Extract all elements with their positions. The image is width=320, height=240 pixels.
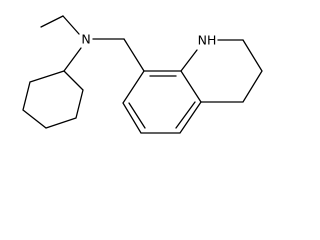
saturated-ring-chain xyxy=(200,39,263,103)
aromatic-double-bond-3 xyxy=(175,101,196,129)
bond-ch2-aryl xyxy=(123,38,145,72)
amine-nitrogen-label: N xyxy=(81,32,90,47)
benzene-ring xyxy=(122,70,202,134)
ring-nh-label: NH xyxy=(198,33,217,48)
bond-n-cyclohexyl xyxy=(63,47,82,72)
cyclohexane-ring xyxy=(22,70,84,129)
bond-ethyl-ch2 xyxy=(62,15,80,35)
bond-c8a-nh xyxy=(180,49,198,72)
aromatic-double-bond-2 xyxy=(128,102,146,129)
structure-diagram: N NH xyxy=(22,15,263,134)
bond-ethyl-ch3 xyxy=(40,15,64,28)
